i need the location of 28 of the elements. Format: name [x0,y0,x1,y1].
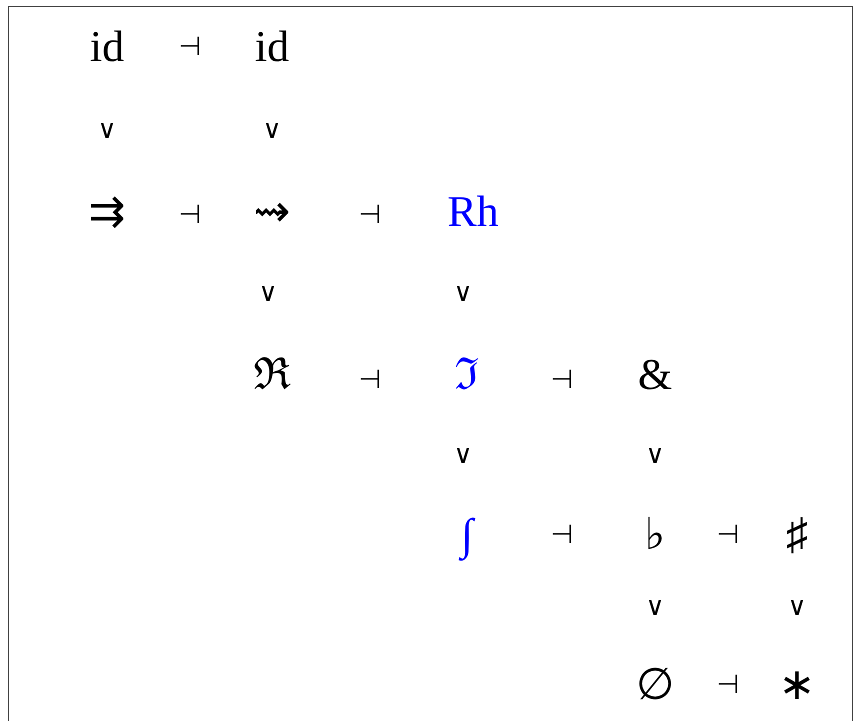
relation-symbol: ⊣ [358,367,382,393]
math-symbol: ♯ [786,513,808,557]
relation-symbol: ∨ [453,442,473,468]
relation-symbol: ∨ [97,117,117,143]
math-symbol: ℜ [254,353,290,397]
relation-symbol: ⊣ [178,202,202,228]
relation-symbol: ⊣ [358,202,382,228]
math-symbol: & [638,353,672,397]
relation-symbol: ⊣ [550,522,574,548]
relation-symbol: ⊣ [550,367,574,393]
math-symbol: ∗ [778,663,816,707]
math-symbol: id [254,25,290,69]
math-symbol: ⇝ [254,190,290,234]
relation-symbol: ∨ [787,594,807,620]
math-symbol: ∅ [636,663,674,707]
relation-symbol: ∨ [645,442,665,468]
relation-symbol: ∨ [258,280,278,306]
math-symbol: ℑ [454,353,480,397]
relation-symbol: ⊣ [178,34,202,60]
math-symbol: id [90,25,124,69]
math-symbol: ♭ [644,513,666,557]
relation-symbol: ⊣ [716,522,740,548]
relation-symbol: ⊣ [716,672,740,698]
relation-symbol: ∨ [645,594,665,620]
relation-symbol: ∨ [453,280,473,306]
relation-symbol: ∨ [262,117,282,143]
math-symbol: ⇉ [88,190,126,234]
math-symbol: Rh [447,190,499,234]
